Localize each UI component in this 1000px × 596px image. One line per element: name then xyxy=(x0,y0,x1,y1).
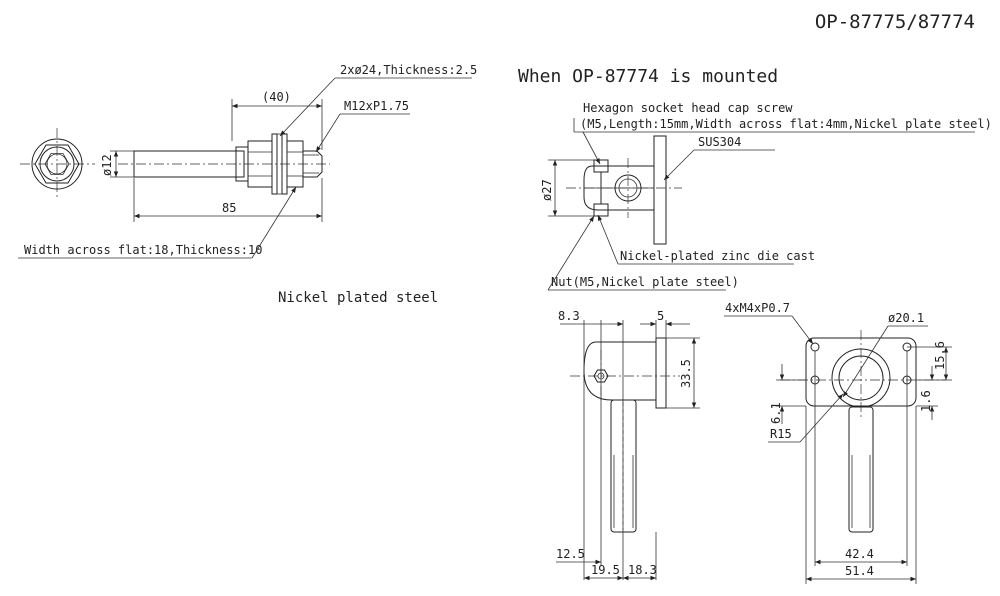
dim-dia-27: ø27 xyxy=(540,179,554,201)
nut-callout: Width across flat:18,Thickness:10 xyxy=(24,243,262,257)
dim-33-5: 33.5 xyxy=(679,359,693,388)
tapped-holes-callout: 4xM4xP0.7 xyxy=(725,301,790,315)
dim-51-4: 51.4 xyxy=(845,564,874,578)
dim-85: 85 xyxy=(222,201,236,215)
dim-15-6: 15.6 xyxy=(933,341,947,370)
side-view: 8.3 5 33.5 12.5 19.5 18.3 xyxy=(556,309,700,581)
dim-40: (40) xyxy=(262,90,291,104)
dim-42-4: 42.4 xyxy=(845,547,874,561)
washer-callout: 2xø24,Thickness:2.5 xyxy=(340,63,477,77)
front-view: 4xM4xP0.7 ø20.1 15.6 1.6 6.1 R15 42.4 xyxy=(724,301,952,584)
material-note: Nickel plated steel xyxy=(278,290,438,306)
dim-19-5: 19.5 xyxy=(591,563,620,577)
dim-6-1: 6.1 xyxy=(769,402,783,424)
dim-dia-12: ø12 xyxy=(100,154,114,176)
dim-18-3: 18.3 xyxy=(628,563,657,577)
part-number: OP-87775/87774 xyxy=(815,11,975,33)
mounted-view: ø27 Hexagon socket head cap screw (M5,Le… xyxy=(540,101,992,291)
dim-12-5: 12.5 xyxy=(556,547,585,561)
dim-1-6: 1.6 xyxy=(919,390,933,412)
screw-spec: (M5,Length:15mm,Width across flat:4mm,Ni… xyxy=(580,117,992,131)
bracket-material: SUS304 xyxy=(698,135,741,149)
nut-end-view xyxy=(20,128,95,200)
nut-spec: Nut(M5,Nickel plate steel) xyxy=(551,275,739,289)
mounted-title: When OP-87774 is mounted xyxy=(518,66,778,87)
screw-title: Hexagon socket head cap screw xyxy=(583,101,793,115)
thread-callout: M12xP1.75 xyxy=(344,99,409,113)
dim-8-3: 8.3 xyxy=(558,309,580,323)
body-material: Nickel-plated zinc die cast xyxy=(620,249,815,263)
bolt-side-view: (40) 85 ø12 2xø24,Thickness:2.5 M12xP1.7… xyxy=(18,63,477,259)
radius-15: R15 xyxy=(770,427,792,441)
dim-5: 5 xyxy=(657,309,664,323)
dim-dia-20-1: ø20.1 xyxy=(888,311,924,325)
